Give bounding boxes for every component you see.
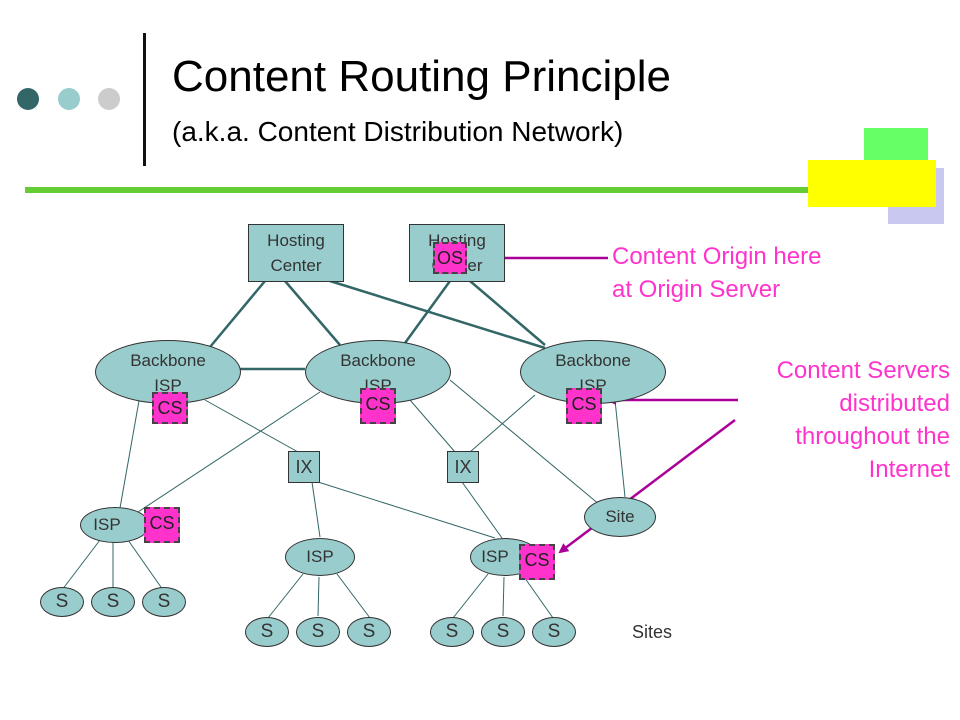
link-isp3-s7 <box>452 573 489 619</box>
ix-1: IX <box>288 451 320 483</box>
site-leaf: S <box>430 617 474 647</box>
link-ix2-isp3 <box>461 481 503 539</box>
link-isp1-s3 <box>127 539 164 591</box>
link-bb3-site <box>614 399 626 498</box>
link-bb1-isp1 <box>119 394 141 509</box>
site-leaf: S <box>91 587 135 617</box>
callout-origin-line1: Content Origin here <box>612 243 822 270</box>
link-hc2-bb3 <box>469 280 546 346</box>
link-hc1-bb1 <box>209 280 266 348</box>
decor-dot-grey <box>98 88 120 110</box>
callout-servers-line4: Internet <box>868 456 950 483</box>
decor-square-green <box>864 128 928 162</box>
link-hc1-bb3 <box>329 279 546 350</box>
isp-2: ISP <box>285 538 355 576</box>
link-ix1-isp2 <box>311 481 321 538</box>
content-server-bb3: CS <box>566 388 602 424</box>
site-leaf: S <box>245 617 289 647</box>
site-leaf: S <box>481 617 525 647</box>
ix-2: IX <box>447 451 479 483</box>
content-server-isp1: CS <box>144 507 180 543</box>
site-leaf: S <box>347 617 391 647</box>
link-isp3-s8 <box>502 576 505 617</box>
decor-dot-teal <box>58 88 80 110</box>
hosting-center-1: Hosting Center <box>248 224 344 282</box>
link-hc2-bb2 <box>403 280 452 344</box>
isp-1: ISP <box>80 507 150 543</box>
link-isp1-s1 <box>61 539 101 591</box>
title-rule <box>25 187 825 193</box>
link-isp2-s5 <box>317 576 320 617</box>
backbone-isp-3: Backbone ISP <box>520 340 666 404</box>
callout-servers-line1: Content Servers <box>776 357 950 384</box>
sites-label: Sites <box>632 622 673 642</box>
link-isp2-s6 <box>336 573 371 619</box>
callout-servers-line3: throughout the <box>795 423 950 450</box>
link-isp2-s4 <box>267 573 304 619</box>
arrow-servers-2 <box>558 419 736 554</box>
origin-server: OS <box>433 242 467 274</box>
callout-origin-line2: at Origin Server <box>612 276 781 303</box>
backbone-isp-2: Backbone ISP <box>305 340 451 404</box>
slide-subtitle: (a.k.a. Content Distribution Network) <box>172 116 624 147</box>
link-bb2-ix2 <box>409 399 456 453</box>
link-bb2-isp1 <box>137 391 321 513</box>
site-node: Site <box>584 497 656 537</box>
link-hc1-bb2 <box>284 280 341 346</box>
site-leaf: S <box>142 587 186 617</box>
link-bb2-site <box>449 379 601 506</box>
decor-square-yellow <box>808 160 936 207</box>
link-bb1-ix1 <box>204 399 299 453</box>
content-server-isp3: CS <box>519 544 555 580</box>
site-leaf: S <box>40 587 84 617</box>
callout-servers-line2: distributed <box>839 390 950 417</box>
slide-title: Content Routing Principle <box>172 52 671 101</box>
site-leaf: S <box>296 617 340 647</box>
callout-origin: Content Origin here at Origin Server <box>612 240 821 306</box>
title-divider <box>143 33 146 166</box>
link-isp3-s9 <box>521 573 554 619</box>
callout-servers: Content Servers distributed throughout t… <box>777 354 950 486</box>
content-server-bb1: CS <box>152 392 188 424</box>
link-ix1-isp3 <box>317 481 496 539</box>
site-leaf: S <box>532 617 576 647</box>
decor-dot-dark <box>17 88 39 110</box>
content-server-bb2: CS <box>360 388 396 424</box>
